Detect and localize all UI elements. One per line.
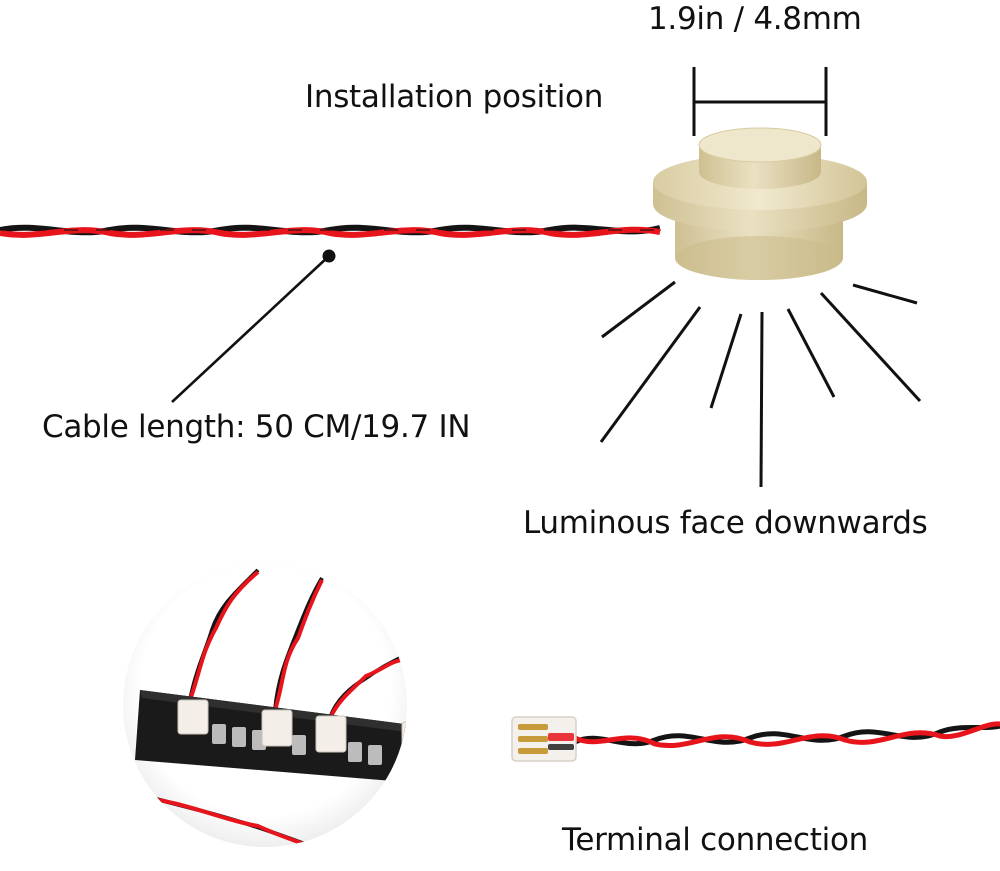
board-wires	[188, 568, 405, 719]
dimension-label: 1.9in / 4.8mm	[648, 1, 862, 37]
expansion-board-inset	[123, 563, 407, 847]
terminal-connection-label: Terminal connection	[562, 822, 868, 858]
luminous-face-label: Luminous face downwards	[523, 505, 928, 541]
terminal-connector-icon	[511, 716, 1000, 762]
dimension-marker	[692, 67, 828, 136]
expansion-board-icon	[135, 690, 407, 784]
cable-length-label: Cable length: 50 CM/19.7 IN	[42, 409, 471, 445]
round-light-brick-icon	[653, 127, 867, 280]
cable-pointer	[171, 249, 336, 403]
light-rays	[599, 280, 922, 488]
twisted-cable-icon	[0, 224, 661, 238]
installation-position-label: Installation position	[305, 79, 604, 115]
